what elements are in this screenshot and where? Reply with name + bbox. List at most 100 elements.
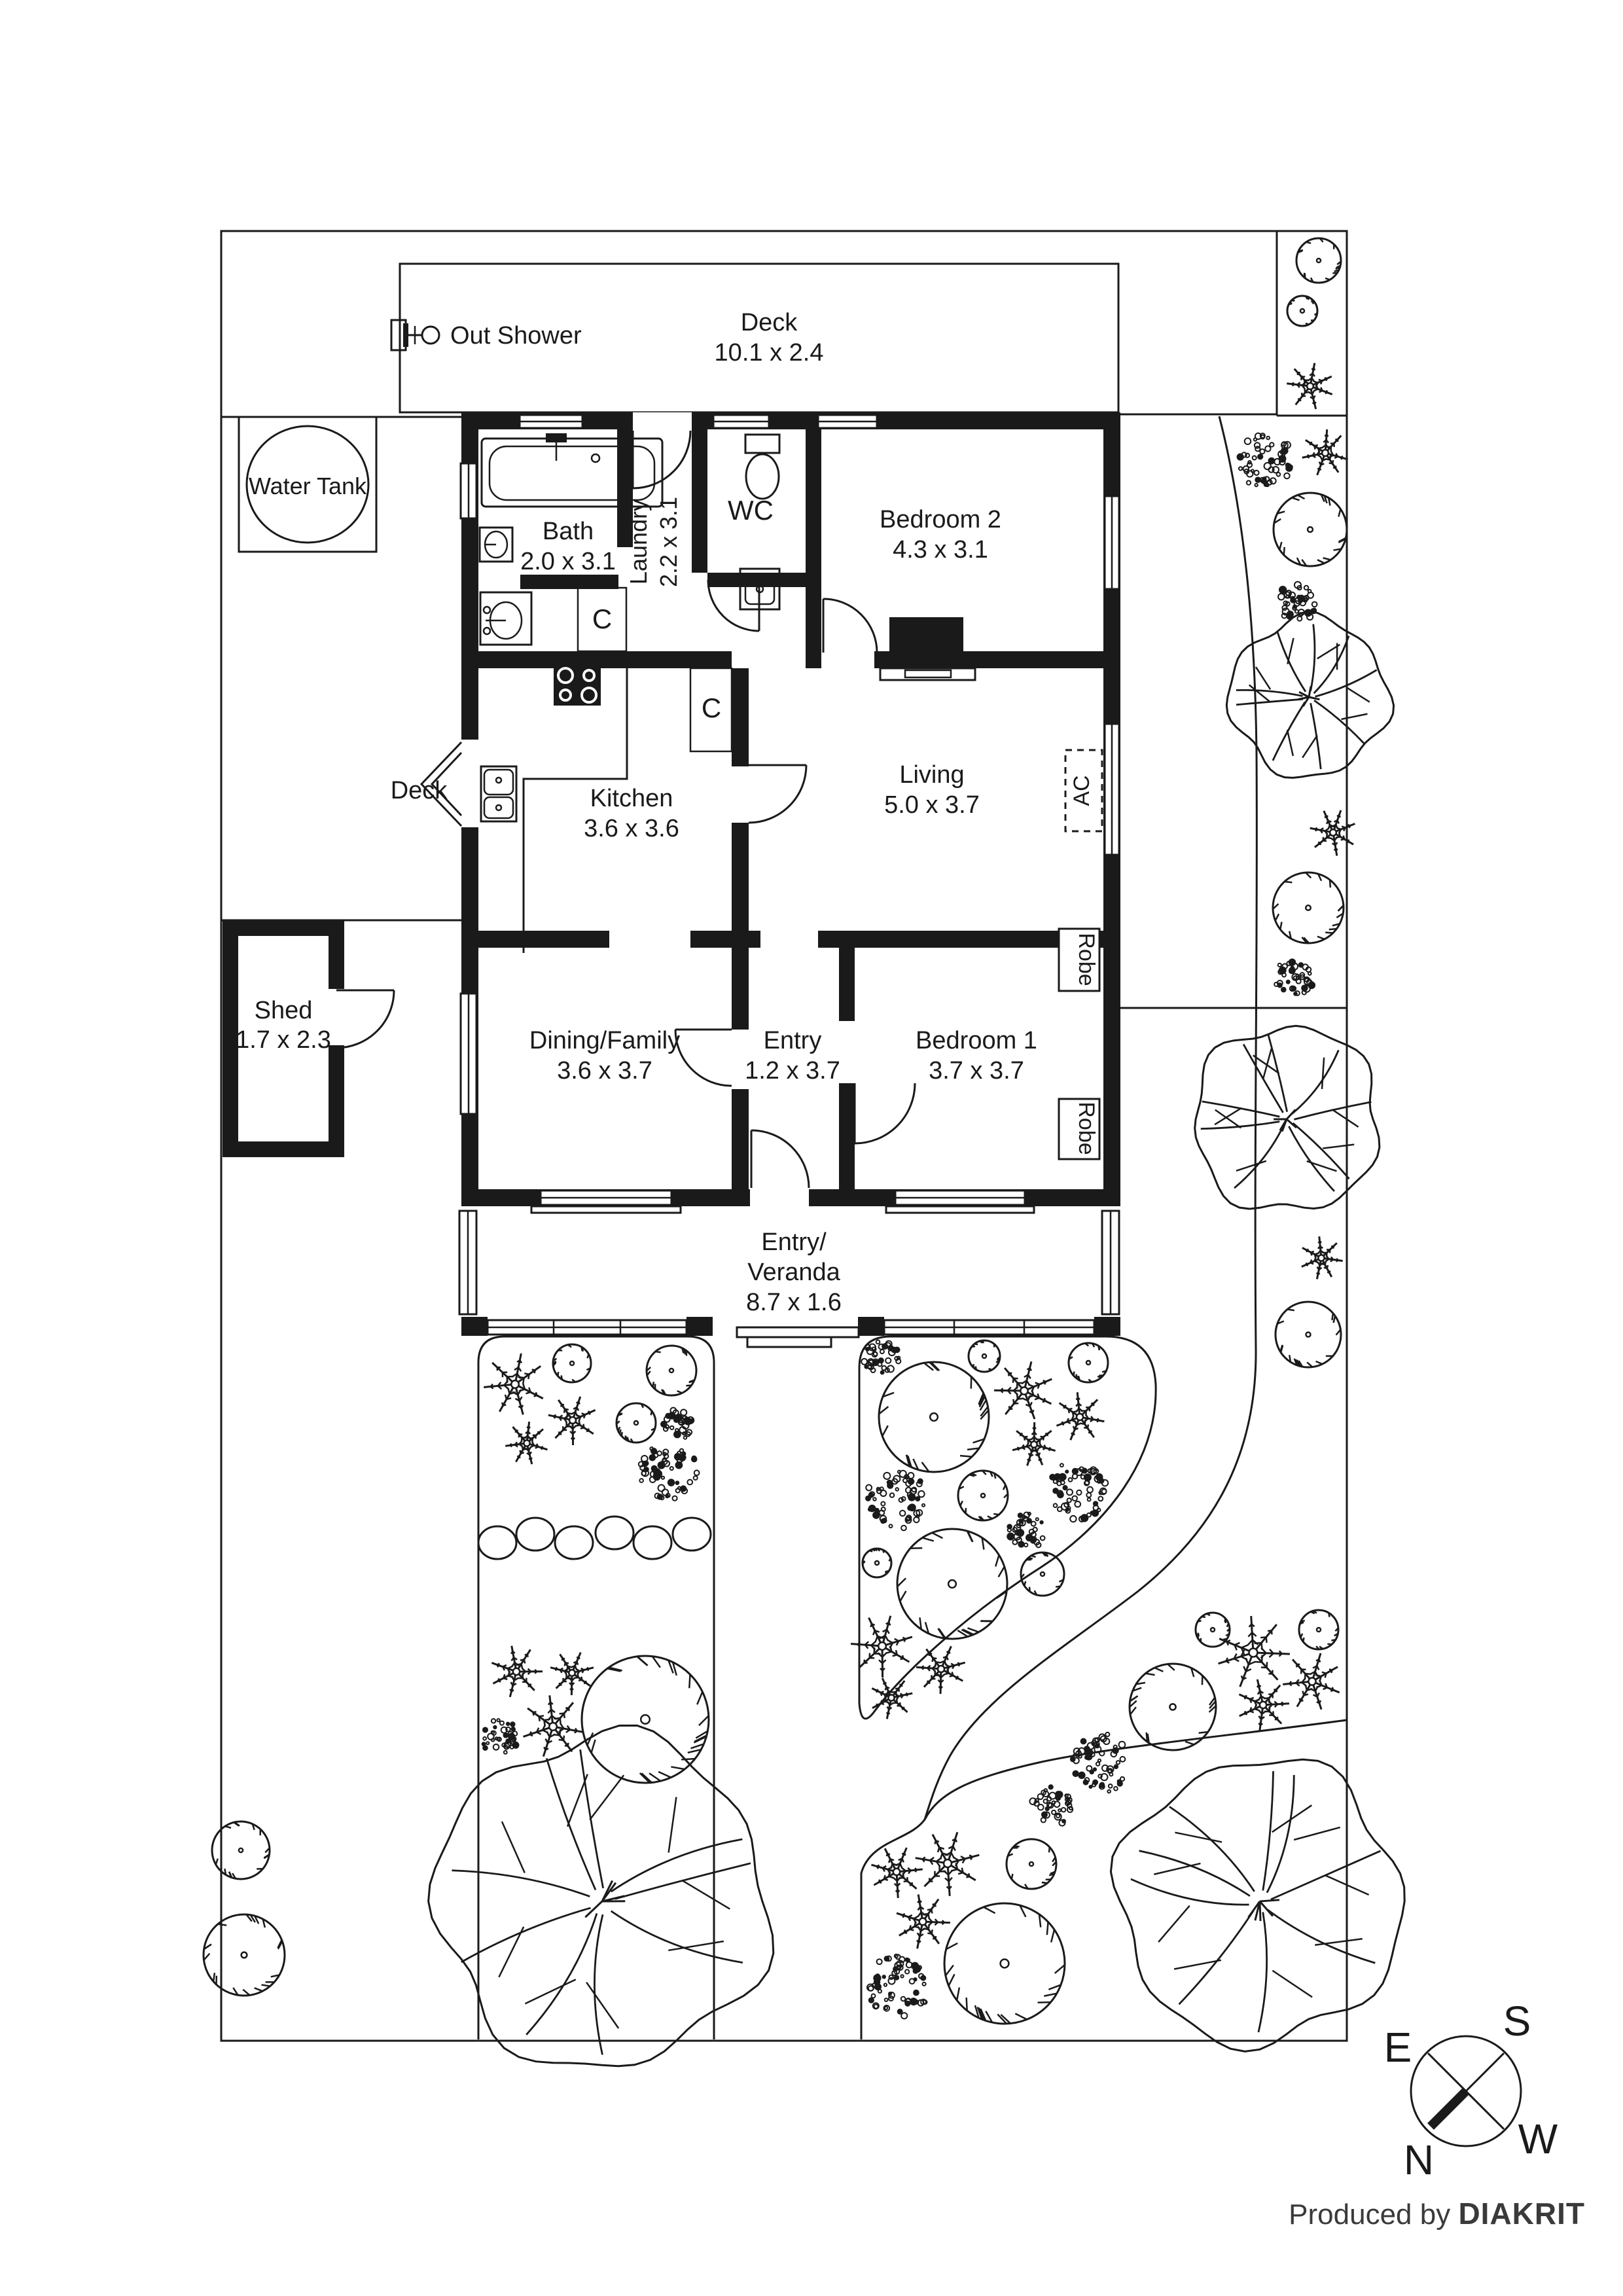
star-plant-icon [993,1361,1052,1420]
shrub-icon [637,1446,700,1501]
star-plant-icon [491,1645,543,1698]
stepping-stone-icon [515,1516,556,1552]
tree-icon [1194,1611,1231,1648]
window [459,462,478,520]
tree-icon [861,1547,893,1579]
ac-label: AC [1069,775,1094,806]
kitchen-dims: 3.6 x 3.6 [584,815,679,842]
shrub-icon [865,1469,926,1532]
star-plant-icon [523,1695,584,1757]
shower-icon [390,319,440,351]
stepping-stone-icon [671,1516,712,1552]
shrub-icon [1274,958,1316,996]
stepping-stone-icon [632,1525,673,1560]
laundry-dims: 2.2 x 3.1 [655,497,682,587]
tree-icon [615,1402,657,1444]
bedroom2-dims: 4.3 x 3.1 [893,536,988,564]
door [748,764,808,824]
star-plant-icon [1218,1616,1291,1687]
window [530,1189,682,1214]
shrub-icon [660,1407,695,1440]
door [632,430,692,490]
tree-icon [878,1361,990,1473]
kitchen-label: Kitchen [590,785,673,812]
bedroom2-label: Bedroom 2 [880,506,1001,533]
star-plant-icon [1238,1679,1290,1731]
veranda-structure [458,1210,1120,1348]
shrub-icon [861,1339,902,1375]
window [459,992,478,1115]
shrub-icon [1236,432,1293,488]
window [518,414,584,429]
door [707,579,760,632]
entry-dims: 1.2 x 3.7 [745,1057,840,1085]
door [822,598,878,653]
large-tree-icon [427,1724,775,2068]
star-plant-icon [548,1396,596,1446]
robe-closet [1058,927,1101,992]
bathtub-icon [480,433,664,508]
tree-icon [1272,871,1345,944]
veranda-dims: 8.7 x 1.6 [746,1289,842,1316]
closet-a-label: C [592,603,612,634]
star-plant-icon [871,1677,913,1719]
star-plant-icon [484,1353,544,1415]
bedroom1-dims: 3.7 x 3.7 [929,1057,1024,1085]
shrub-icon [866,1953,928,2020]
robe-closet [1058,1098,1101,1160]
robe-bottom-label: Robe [1074,1102,1099,1155]
tree-icon [1067,1342,1109,1384]
credit-brand: DIAKRIT [1458,2197,1585,2231]
basin-icon [478,526,514,563]
shrub-icon [1069,1731,1126,1794]
toilet-icon [744,433,781,500]
tree-icon [1298,1609,1340,1651]
stove-icon [554,664,601,706]
tree-icon [211,1820,271,1880]
ac-unit [1064,749,1103,833]
dining-dims: 3.6 x 3.7 [557,1057,652,1085]
kitchen-bench [522,668,628,953]
veranda-post [858,1317,884,1336]
french-door-icon [419,741,463,827]
star-plant-icon [1310,810,1355,856]
tree-icon [645,1344,698,1397]
door [853,1083,916,1145]
shrub-icon [1049,1463,1109,1523]
star-plant-icon [550,1652,594,1696]
sink-icon [739,567,781,611]
tree-icon [1128,1662,1217,1751]
veranda-label-1: Entry/ [761,1229,827,1256]
out-shower-label: Out Shower [450,322,582,350]
fixtures [478,433,1103,1160]
deck-top-label: Deck [741,309,798,336]
veranda-post [1094,1317,1120,1336]
tree-icon [1272,492,1348,567]
window [1103,723,1120,856]
deck-left-label: Deck [391,777,448,804]
star-plant-icon [1287,363,1333,410]
door [674,1028,732,1087]
star-plant-icon [1283,1653,1340,1710]
bath-label: Bath [543,518,594,545]
tree-icon [1295,237,1342,284]
entry-label: Entry [764,1027,822,1054]
fireplace-icon [879,617,976,681]
shrub-icon [1007,1511,1046,1549]
garden-plants [202,237,1406,2068]
credit-prefix: Produced by [1289,2198,1458,2231]
tree-icon [967,1339,1001,1373]
tree-icon [202,1913,286,1997]
star-plant-icon [1302,429,1349,476]
living-label: Living [899,761,964,789]
tree-icon [580,1655,710,1784]
shed-dims: 1.7 x 2.3 [236,1026,331,1054]
tree-icon [1005,1838,1058,1890]
star-plant-icon [1301,1236,1343,1280]
shed-door [336,989,395,1049]
star-plant-icon [871,1847,923,1899]
star-plant-icon [1012,1422,1056,1466]
credit-line: Produced by DIAKRIT [1289,2197,1585,2231]
